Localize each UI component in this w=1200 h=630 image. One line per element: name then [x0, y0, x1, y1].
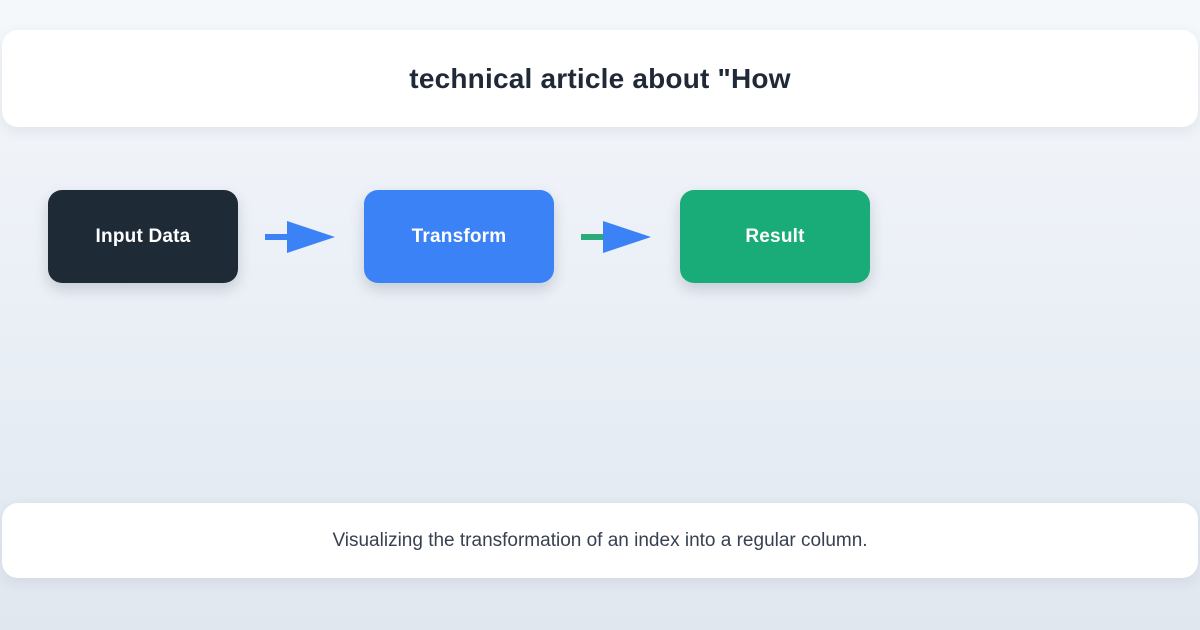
right-arrow-icon — [581, 220, 651, 253]
page-title: technical article about "How — [409, 62, 791, 94]
flow-node-label: Transform — [411, 225, 507, 247]
footer-card: Visualizing the transformation of an ind… — [2, 503, 1198, 578]
flow-node-transform: Transform — [364, 190, 554, 283]
flow-node-result: Result — [680, 190, 870, 283]
flow-node-input-data: Input Data — [48, 190, 238, 283]
arrow-transform-to-result — [554, 190, 680, 283]
flow-node-label: Result — [745, 225, 805, 247]
arrow-input-to-transform — [238, 190, 364, 283]
flow-node-label: Input Data — [95, 225, 191, 247]
right-arrow-icon — [265, 220, 335, 253]
footer-caption: Visualizing the transformation of an ind… — [332, 529, 868, 551]
header-card: technical article about "How — [2, 30, 1198, 127]
flow-diagram: Input Data Transform Result — [48, 190, 870, 283]
